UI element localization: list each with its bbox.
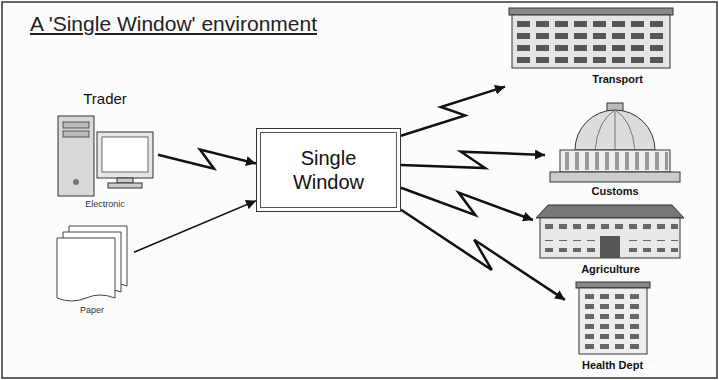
paper-sheet bbox=[57, 238, 115, 301]
power-button bbox=[73, 179, 79, 185]
drive-bay bbox=[63, 131, 89, 137]
node-label: Health Dept bbox=[582, 359, 643, 372]
health-building bbox=[579, 288, 647, 354]
building-windows bbox=[514, 18, 668, 66]
building-node: Customs bbox=[545, 100, 685, 200]
monitor-base bbox=[108, 183, 142, 188]
node-label: Transport bbox=[592, 73, 643, 86]
node-label: Paper bbox=[80, 305, 104, 316]
connector bbox=[158, 149, 256, 168]
customs-steps bbox=[550, 172, 680, 182]
building-roof bbox=[536, 205, 684, 218]
computer-tower bbox=[58, 116, 94, 196]
building-windows bbox=[542, 221, 678, 233]
building-roof bbox=[576, 282, 650, 288]
node-label: Agriculture bbox=[581, 263, 640, 276]
building-door bbox=[600, 236, 620, 258]
dome-ribs bbox=[595, 110, 635, 150]
node-label: Customs bbox=[591, 185, 638, 198]
agriculture-building bbox=[540, 218, 680, 258]
paper-node: Paper bbox=[50, 222, 134, 318]
connector bbox=[401, 152, 545, 168]
building-node: Transport bbox=[505, 4, 677, 88]
connector bbox=[401, 188, 533, 220]
process-box: Single Window bbox=[256, 128, 401, 212]
monitor-neck bbox=[117, 178, 133, 183]
connector bbox=[401, 87, 505, 136]
customs-dome bbox=[575, 110, 655, 150]
connector bbox=[401, 210, 565, 300]
drive-bay bbox=[63, 122, 89, 128]
customs-columns bbox=[562, 150, 668, 172]
customs-drum bbox=[560, 150, 670, 172]
computer-node: TraderElectronic bbox=[52, 88, 158, 212]
diagram-title: A 'Single Window' environment bbox=[30, 12, 317, 36]
building-roof bbox=[509, 8, 673, 15]
building-windows bbox=[582, 292, 644, 352]
monitor-screen bbox=[102, 137, 148, 172]
node-label: Trader bbox=[83, 90, 127, 108]
node-label: Electronic bbox=[85, 199, 125, 210]
transport-building bbox=[512, 15, 670, 68]
building-windows bbox=[542, 240, 596, 252]
building-windows bbox=[626, 240, 678, 252]
building-node: Health Dept bbox=[565, 278, 660, 374]
monitor bbox=[97, 132, 153, 178]
building-node: Agriculture bbox=[533, 200, 688, 278]
connector bbox=[134, 201, 256, 253]
node-label: Single Window bbox=[279, 146, 379, 194]
